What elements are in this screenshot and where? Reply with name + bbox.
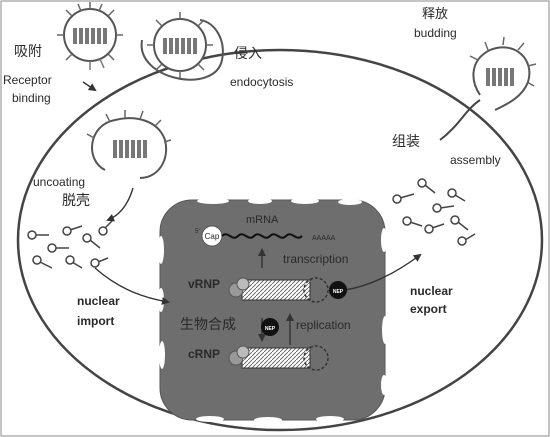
release-en-label: budding (414, 26, 457, 40)
vrnp-complex (228, 277, 329, 303)
entry-en-label: endocytosis (230, 75, 293, 89)
uncoating-arrow (106, 187, 134, 222)
export-label-2: export (410, 302, 447, 316)
export-arrow (344, 253, 422, 291)
vrnp-label: vRNP (188, 277, 220, 291)
attach-en-label-2: binding (12, 91, 51, 105)
mrna-label: mRNA (246, 214, 279, 226)
attach-en-label-1: Receptor (3, 73, 52, 87)
rnp-cluster-right (392, 178, 476, 246)
uncoating-cn-label: 脱壳 (62, 192, 90, 209)
transcription-label: transcription (283, 252, 348, 266)
release-cn-label: 释放 (422, 7, 448, 22)
assembly-cn-label: 组装 (392, 134, 420, 150)
nep-badge-nucleus: NEP (261, 318, 279, 336)
binding-arrow (82, 81, 97, 92)
import-label-1: nuclear (77, 294, 120, 308)
attach-cn-label: 吸附 (14, 44, 42, 60)
import-arrow (94, 267, 170, 305)
entry-cn-label: 侵入 (234, 45, 262, 62)
mrna (201, 225, 303, 247)
uncoating-en-label: uncoating (33, 175, 85, 189)
process-arrows (82, 81, 422, 345)
crnp-complex (228, 345, 329, 371)
rnp-cluster-left (27, 219, 114, 269)
polya-label: AAAAA (312, 235, 336, 242)
replication-label: replication (296, 318, 351, 332)
biosynthesis-cn-label: 生物合成 (180, 317, 236, 333)
assembly-en-label: assembly (450, 153, 501, 167)
virion-uncoating (86, 110, 172, 179)
nucleus (158, 198, 388, 423)
crnp-label: cRNP (188, 347, 220, 361)
nep-label-export: NEP (333, 289, 344, 295)
cap-prime-label: 5' (195, 229, 199, 235)
export-label-1: nuclear (410, 284, 453, 298)
nep-badge-export: NEP (329, 281, 347, 299)
virion-budding (439, 36, 537, 141)
virion-attaching (57, 2, 123, 70)
virion-endocytosis (140, 12, 224, 81)
nep-label-nucleus: NEP (265, 326, 276, 332)
cap-label: Cap (205, 232, 220, 241)
cell-membrane (16, 48, 544, 432)
import-label-2: import (77, 314, 114, 328)
